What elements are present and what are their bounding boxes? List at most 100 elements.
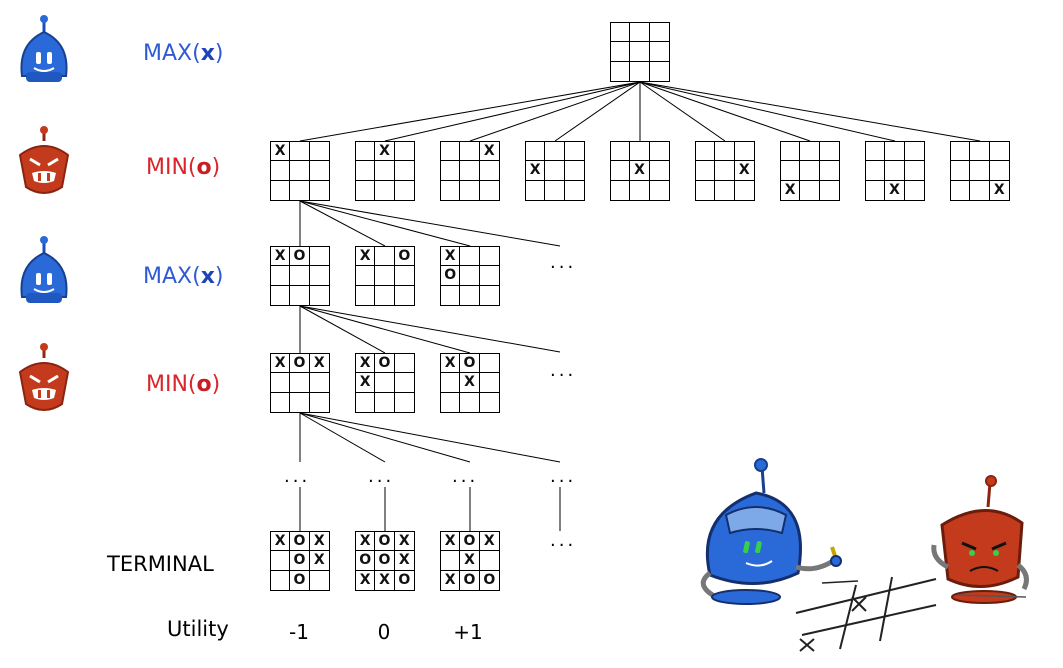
board-cell <box>951 161 971 181</box>
max-label-row1: MAX(x) <box>143 41 224 66</box>
board-cell <box>441 392 461 412</box>
board-cell <box>480 393 499 412</box>
board-cell: X <box>271 354 291 374</box>
board-cell <box>460 285 480 305</box>
board-cell <box>696 161 716 181</box>
board-cell <box>734 142 754 162</box>
board-cell <box>649 23 669 43</box>
board-cell <box>356 392 376 412</box>
board-cell <box>394 161 414 181</box>
board-cell: O <box>398 572 411 589</box>
board-cell <box>800 180 820 200</box>
board-cell <box>310 181 329 200</box>
board-cell <box>309 247 329 267</box>
board-cell <box>310 286 329 305</box>
board-cell <box>375 266 395 286</box>
board-cell: X <box>375 570 395 590</box>
min-robot-icon <box>18 126 70 194</box>
board-cell <box>479 373 499 393</box>
board-cell <box>715 142 735 162</box>
board-cell <box>290 373 310 393</box>
utility-value-2: 0 <box>377 620 391 644</box>
board-cell <box>611 161 631 181</box>
board-cell: X <box>356 354 376 374</box>
board-cell <box>885 161 905 181</box>
board-cell <box>271 266 291 286</box>
board-cell: X <box>271 142 291 162</box>
board-cell <box>460 247 480 267</box>
board-cell <box>885 142 905 162</box>
tree-edge <box>299 81 641 142</box>
board-cell: O <box>460 354 480 374</box>
board-cell <box>545 180 565 200</box>
board-cell <box>735 181 754 200</box>
board-cell: X <box>356 570 376 590</box>
tree-edge <box>299 305 561 353</box>
board-cell <box>290 180 310 200</box>
board-cell <box>394 266 414 286</box>
level1-board-5: X <box>610 141 670 201</box>
board-cell: X <box>885 180 905 200</box>
board-cell <box>356 142 376 162</box>
board-cell <box>970 161 990 181</box>
board-cell: X <box>356 532 376 552</box>
board-cell <box>866 161 886 181</box>
tree-edge <box>639 81 811 142</box>
board-cell <box>375 247 395 267</box>
board-cell <box>480 181 499 200</box>
level1-board-1: X <box>270 141 330 201</box>
tree-edge <box>299 200 386 247</box>
board-cell <box>375 392 395 412</box>
board-cell <box>395 393 414 412</box>
board-cell <box>441 142 461 162</box>
board-cell <box>394 354 414 374</box>
board-cell <box>441 551 461 571</box>
board-cell <box>611 142 631 162</box>
root-board <box>610 22 670 82</box>
board-cell <box>356 285 376 305</box>
terminal-label: TERMINAL <box>107 552 214 576</box>
tree-edge <box>299 412 561 463</box>
board-cell <box>479 551 499 571</box>
board-cell: X <box>271 247 291 267</box>
board-cell <box>630 42 650 62</box>
board-cell <box>564 161 584 181</box>
tree-edge <box>639 81 726 142</box>
board-cell <box>271 551 291 571</box>
board-cell: O <box>356 551 376 571</box>
max-robot-icon <box>20 15 68 82</box>
board-cell <box>649 161 669 181</box>
tree-edge <box>384 81 641 142</box>
board-cell <box>356 180 376 200</box>
board-cell <box>545 142 565 162</box>
board-cell <box>989 161 1009 181</box>
board-cell <box>356 266 376 286</box>
board-cell <box>479 247 499 267</box>
board-cell: X <box>441 247 461 267</box>
board-cell <box>611 23 631 43</box>
board-cell <box>460 392 480 412</box>
board-cell <box>800 161 820 181</box>
board-cell: X <box>309 354 329 374</box>
board-cell <box>271 180 291 200</box>
board-cell <box>460 142 480 162</box>
utility-value-1: -1 <box>289 620 309 644</box>
board-cell <box>630 23 650 43</box>
board-cell: X <box>356 247 376 267</box>
ellipsis-row3: ... <box>550 252 577 273</box>
board-cell <box>271 373 291 393</box>
board-cell <box>271 161 291 181</box>
board-cell <box>441 373 461 393</box>
board-cell: O <box>460 532 480 552</box>
board-cell <box>395 286 414 305</box>
board-cell <box>271 570 291 590</box>
board-cell: X <box>526 161 546 181</box>
board-cell <box>441 161 461 181</box>
board-cell: O <box>290 551 310 571</box>
board-cell <box>630 61 650 81</box>
tree-edge <box>554 81 641 142</box>
